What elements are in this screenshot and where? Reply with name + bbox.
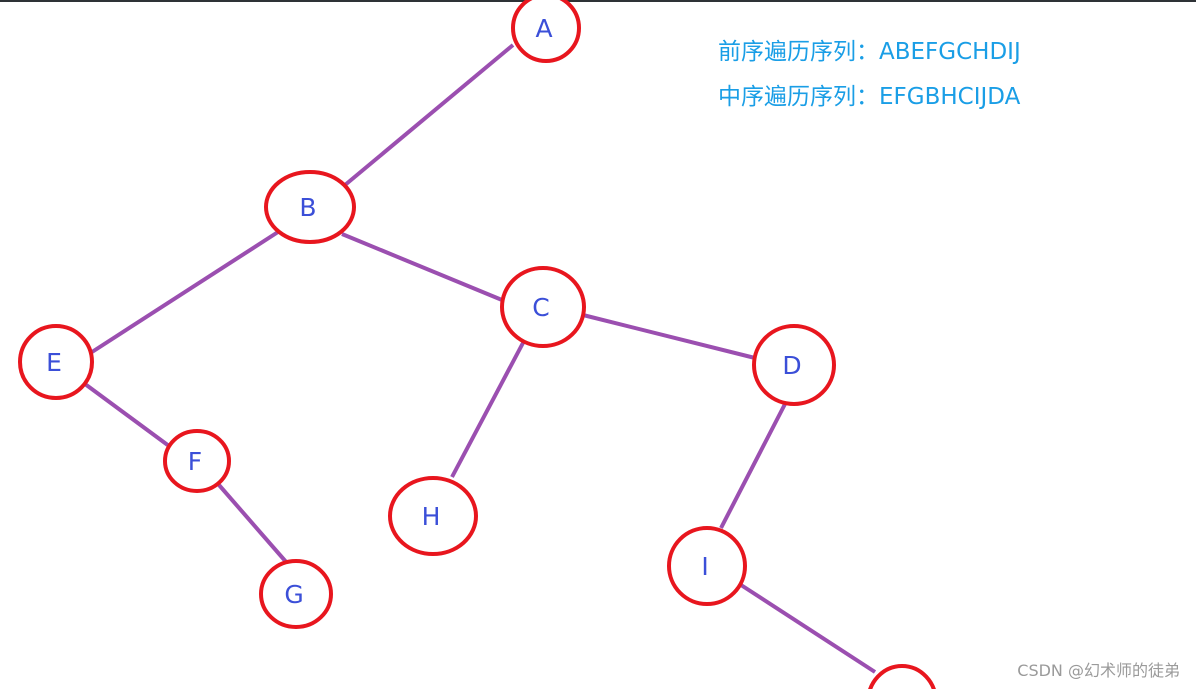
node-circle [500,266,586,348]
edge-e-f [83,382,171,448]
preorder-row: 前序遍历序列：ABEFGCHDIJ [718,30,1021,75]
edge-b-c [341,232,503,302]
edge-d-i [719,403,787,529]
edge-c-d [582,313,756,360]
inorder-row: 中序遍历序列：EFGBHCIJDA [718,75,1021,120]
node-i: I [667,526,747,606]
node-label: C [532,293,549,322]
node-label: F [188,447,202,476]
node-label: H [422,502,441,531]
node-circle [18,324,94,400]
node-label: E [46,348,62,377]
node-d: D [752,324,836,406]
node-a: A [511,0,581,63]
preorder-value: ABEFGCHDIJ [879,39,1021,65]
traversal-legend: 前序遍历序列：ABEFGCHDIJ 中序遍历序列：EFGBHCIJDA [718,30,1021,120]
node-circle [667,526,747,606]
node-e: E [18,324,94,400]
node-label: I [701,552,708,581]
node-circle [868,664,936,689]
edge-b-e [90,230,280,354]
node-label: A [535,14,552,43]
nodes-group: A B C D E F G H I [18,0,936,689]
node-label: B [299,193,316,222]
node-g: G [259,559,333,629]
node-h: H [388,476,478,556]
edges-group [83,43,877,674]
node-circle [388,476,478,556]
node-label: G [284,580,303,609]
node-circle [511,0,581,63]
node-label: D [782,351,801,380]
inorder-label: 中序遍历序列： [718,84,879,110]
edge-i-j [739,583,877,674]
node-circle [259,559,333,629]
node-b: B [264,170,356,244]
node-circle [752,324,836,406]
node-circle [264,170,356,244]
edge-f-g [217,483,289,565]
node-j [868,664,936,689]
preorder-label: 前序遍历序列： [718,39,879,65]
watermark: CSDN @幻术师的徒弟 [1017,661,1180,680]
node-circle [163,429,231,493]
node-c: C [500,266,586,348]
node-f: F [163,429,231,493]
inorder-value: EFGBHCIJDA [879,84,1021,110]
edge-c-h [450,340,526,478]
edge-a-b [343,43,515,187]
top-border [0,0,1196,2]
